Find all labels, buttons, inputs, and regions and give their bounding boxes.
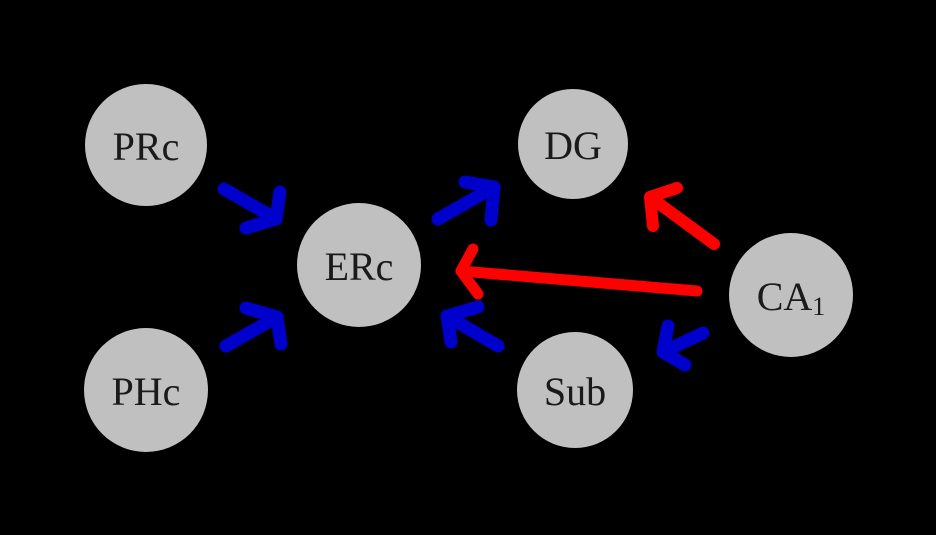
edge-shaft [644,191,720,250]
node-label-main: DG [544,123,602,168]
node-circle[interactable] [84,328,208,452]
edge-shaft [455,265,703,297]
node-phc[interactable]: PHc [84,328,208,452]
node-label-main: CA [757,274,813,319]
edge-shaft [219,310,284,353]
node-label: ERc [325,244,394,289]
node-dg[interactable]: DG [518,89,628,199]
arrow-head-icon [656,319,692,372]
node-label: PHc [112,369,181,414]
edge-shaft [440,309,505,353]
node-label-main: Sub [544,369,606,414]
edge-ca1-to-dg [644,182,720,250]
node-label: CA1 [757,274,826,321]
edge-erc-to-dg [431,175,501,227]
node-label: PRc [113,124,180,169]
edge-sub-to-erc [440,300,505,353]
node-sub[interactable]: Sub [517,332,633,448]
node-circle[interactable] [518,89,628,199]
node-circle[interactable] [85,84,207,206]
edge-ca1-to-sub [656,319,710,372]
arrow-head-icon [644,182,683,232]
node-erc[interactable]: ERc [297,203,421,327]
arrow-head-icon [440,300,485,349]
node-label-main: ERc [325,244,394,289]
node-label-main: PHc [112,369,181,414]
node-circle[interactable] [517,332,633,448]
node-ca1[interactable]: CA1 [729,233,853,357]
edge-prc-to-erc [217,182,287,235]
arrow-head-icon [455,243,484,300]
arrow-head-icon [239,185,287,235]
node-circle[interactable] [297,203,421,327]
node-label-main: PRc [113,124,180,169]
arrow-head-icon [239,301,288,351]
arrow-head-icon [458,175,501,227]
node-label-subscript: 1 [812,292,825,321]
node-label: Sub [544,369,606,414]
node-label: DG [544,123,602,168]
node-circle[interactable] [729,233,853,357]
edge-shaft [217,182,283,226]
node-prc[interactable]: PRc [85,84,207,206]
edge-shaft [431,180,501,226]
edges-layer [217,175,720,372]
edge-ca1-to-erc [455,243,703,300]
edge-phc-to-erc [219,301,288,353]
